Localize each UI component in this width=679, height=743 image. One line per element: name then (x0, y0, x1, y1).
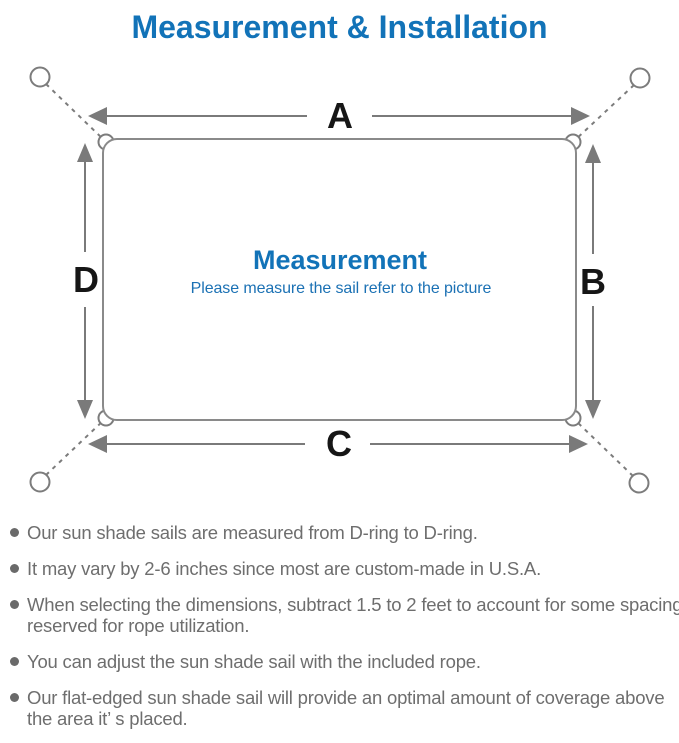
arrowhead-down-icon (585, 400, 601, 419)
note-line: Our sun shade sails are measured from D-… (27, 522, 478, 543)
note-line: It may vary by 2-6 inches since most are… (27, 558, 542, 579)
rope-line-bottom-right (573, 418, 634, 477)
dimension-label-d: D (73, 259, 99, 300)
dimension-label-b: B (580, 261, 606, 302)
sail-diagram-svg: A B C D Measurement Please measure the s… (29, 66, 651, 494)
bullet-icon (10, 600, 19, 609)
note-item-1: Our sun shade sails are measured from D-… (10, 522, 675, 543)
note-line: Our flat-edged sun shade sail will provi… (27, 687, 665, 708)
note-line: reserved for rope utilization. (27, 615, 250, 636)
anchor-ring-icon (29, 471, 51, 493)
bullet-icon (10, 528, 19, 537)
sail-rectangle (102, 138, 577, 421)
note-text: Our flat-edged sun shade sail will provi… (27, 687, 665, 729)
arrowhead-right-icon (569, 435, 588, 453)
arrowhead-left-icon (88, 107, 107, 125)
note-item-2: It may vary by 2-6 inches since most are… (10, 558, 675, 579)
dimension-arrow-heads (77, 107, 601, 453)
anchor-rings (29, 66, 651, 494)
bullet-icon (10, 657, 19, 666)
note-item-3: When selecting the dimensions, subtract … (10, 594, 679, 636)
note-line: When selecting the dimensions, subtract … (27, 594, 679, 615)
note-line: You can adjust the sun shade sail with t… (27, 651, 481, 672)
note-item-4: You can adjust the sun shade sail with t… (10, 651, 675, 672)
arrowhead-up-icon (77, 143, 93, 162)
bullet-icon (10, 693, 19, 702)
measurement-diagram: A B C D Measurement Please measure the s… (0, 54, 679, 509)
dimension-arrow-lines (84, 115, 594, 445)
note-line: the area it’ s placed. (27, 708, 188, 729)
note-text: Our sun shade sails are measured from D-… (27, 522, 478, 543)
note-text: You can adjust the sun shade sail with t… (27, 651, 481, 672)
arrowhead-up-icon (585, 144, 601, 163)
anchor-ring-icon (629, 67, 651, 89)
diagram-center-subtitle: Please measure the sail refer to the pic… (191, 280, 492, 297)
anchor-ring-icon (628, 472, 650, 494)
arrowhead-right-icon (571, 107, 590, 125)
note-text: It may vary by 2-6 inches since most are… (27, 558, 541, 579)
arrowhead-down-icon (77, 400, 93, 419)
dimension-label-c: C (326, 423, 352, 464)
arrowhead-left-icon (88, 435, 107, 453)
anchor-ring-icon (29, 66, 51, 88)
diagram-center-title: Measurement (253, 245, 427, 275)
page-title: Measurement & Installation (131, 9, 548, 45)
notes-list: Our sun shade sails are measured from D-… (0, 522, 679, 729)
dimension-label-a: A (327, 95, 353, 136)
bullet-icon (10, 564, 19, 573)
note-item-5: Our flat-edged sun shade sail will provi… (10, 687, 675, 729)
note-text: When selecting the dimensions, subtract … (27, 594, 679, 636)
